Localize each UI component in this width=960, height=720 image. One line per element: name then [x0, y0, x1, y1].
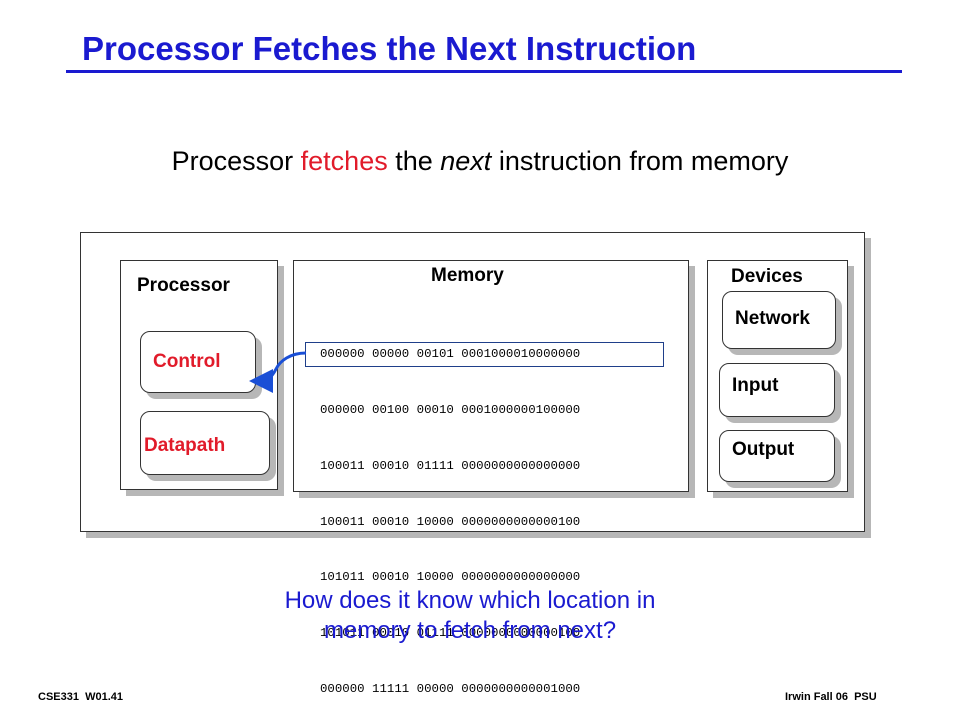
question-text: How does it know which location in memor…: [0, 586, 940, 646]
subtitle-emphasis: next: [440, 146, 492, 176]
datapath-label: Datapath: [144, 435, 226, 456]
memory-line: 101011 00010 10000 0000000000000000: [320, 570, 581, 585]
processor-label: Processor: [137, 275, 230, 296]
output-label: Output: [732, 439, 795, 460]
control-unit: [140, 331, 256, 393]
fetch-arrow: [249, 351, 307, 393]
footer-author: Irwin Fall 06 PSU: [785, 691, 877, 703]
slide-title: Processor Fetches the Next Instruction: [82, 30, 697, 67]
subtitle-highlight: fetches: [300, 146, 388, 176]
memory-label: Memory: [431, 265, 504, 286]
devices-label: Devices: [731, 266, 803, 287]
footer-course-slide: CSE331 W01.41: [38, 691, 123, 703]
memory-line: 100011 00010 10000 0000000000000100: [320, 514, 581, 529]
current-instruction-highlight: [305, 342, 664, 367]
subtitle: Processor fetches the next instruction f…: [0, 146, 960, 177]
subtitle-part3: instruction from memory: [491, 146, 789, 176]
subtitle-part1: Processor: [171, 146, 301, 176]
control-label: Control: [153, 351, 221, 372]
memory-line: 100011 00010 01111 0000000000000000: [320, 458, 581, 473]
question-line1: How does it know which location in: [284, 587, 656, 614]
datapath-unit: [140, 411, 270, 475]
question-line2: memory to fetch from next?: [323, 617, 617, 644]
input-label: Input: [732, 375, 779, 396]
memory-box: [293, 260, 689, 492]
output-device: [719, 430, 835, 482]
memory-line: 000000 00000 00101 0001000010000000: [320, 347, 581, 362]
memory-line: 000000 00100 00010 0001000000100000: [320, 402, 581, 417]
memory-line: 101011 00010 01111 0000000000000100: [320, 626, 581, 641]
memory-contents: 000000 00000 00101 0001000010000000 0000…: [320, 308, 580, 717]
subtitle-part2: the: [387, 146, 441, 176]
input-device: [719, 363, 835, 417]
memory-line: 000000 11111 00000 0000000000001000: [320, 681, 581, 696]
network-label: Network: [735, 308, 810, 329]
network-device: [722, 291, 836, 349]
title-underline: [66, 70, 902, 73]
